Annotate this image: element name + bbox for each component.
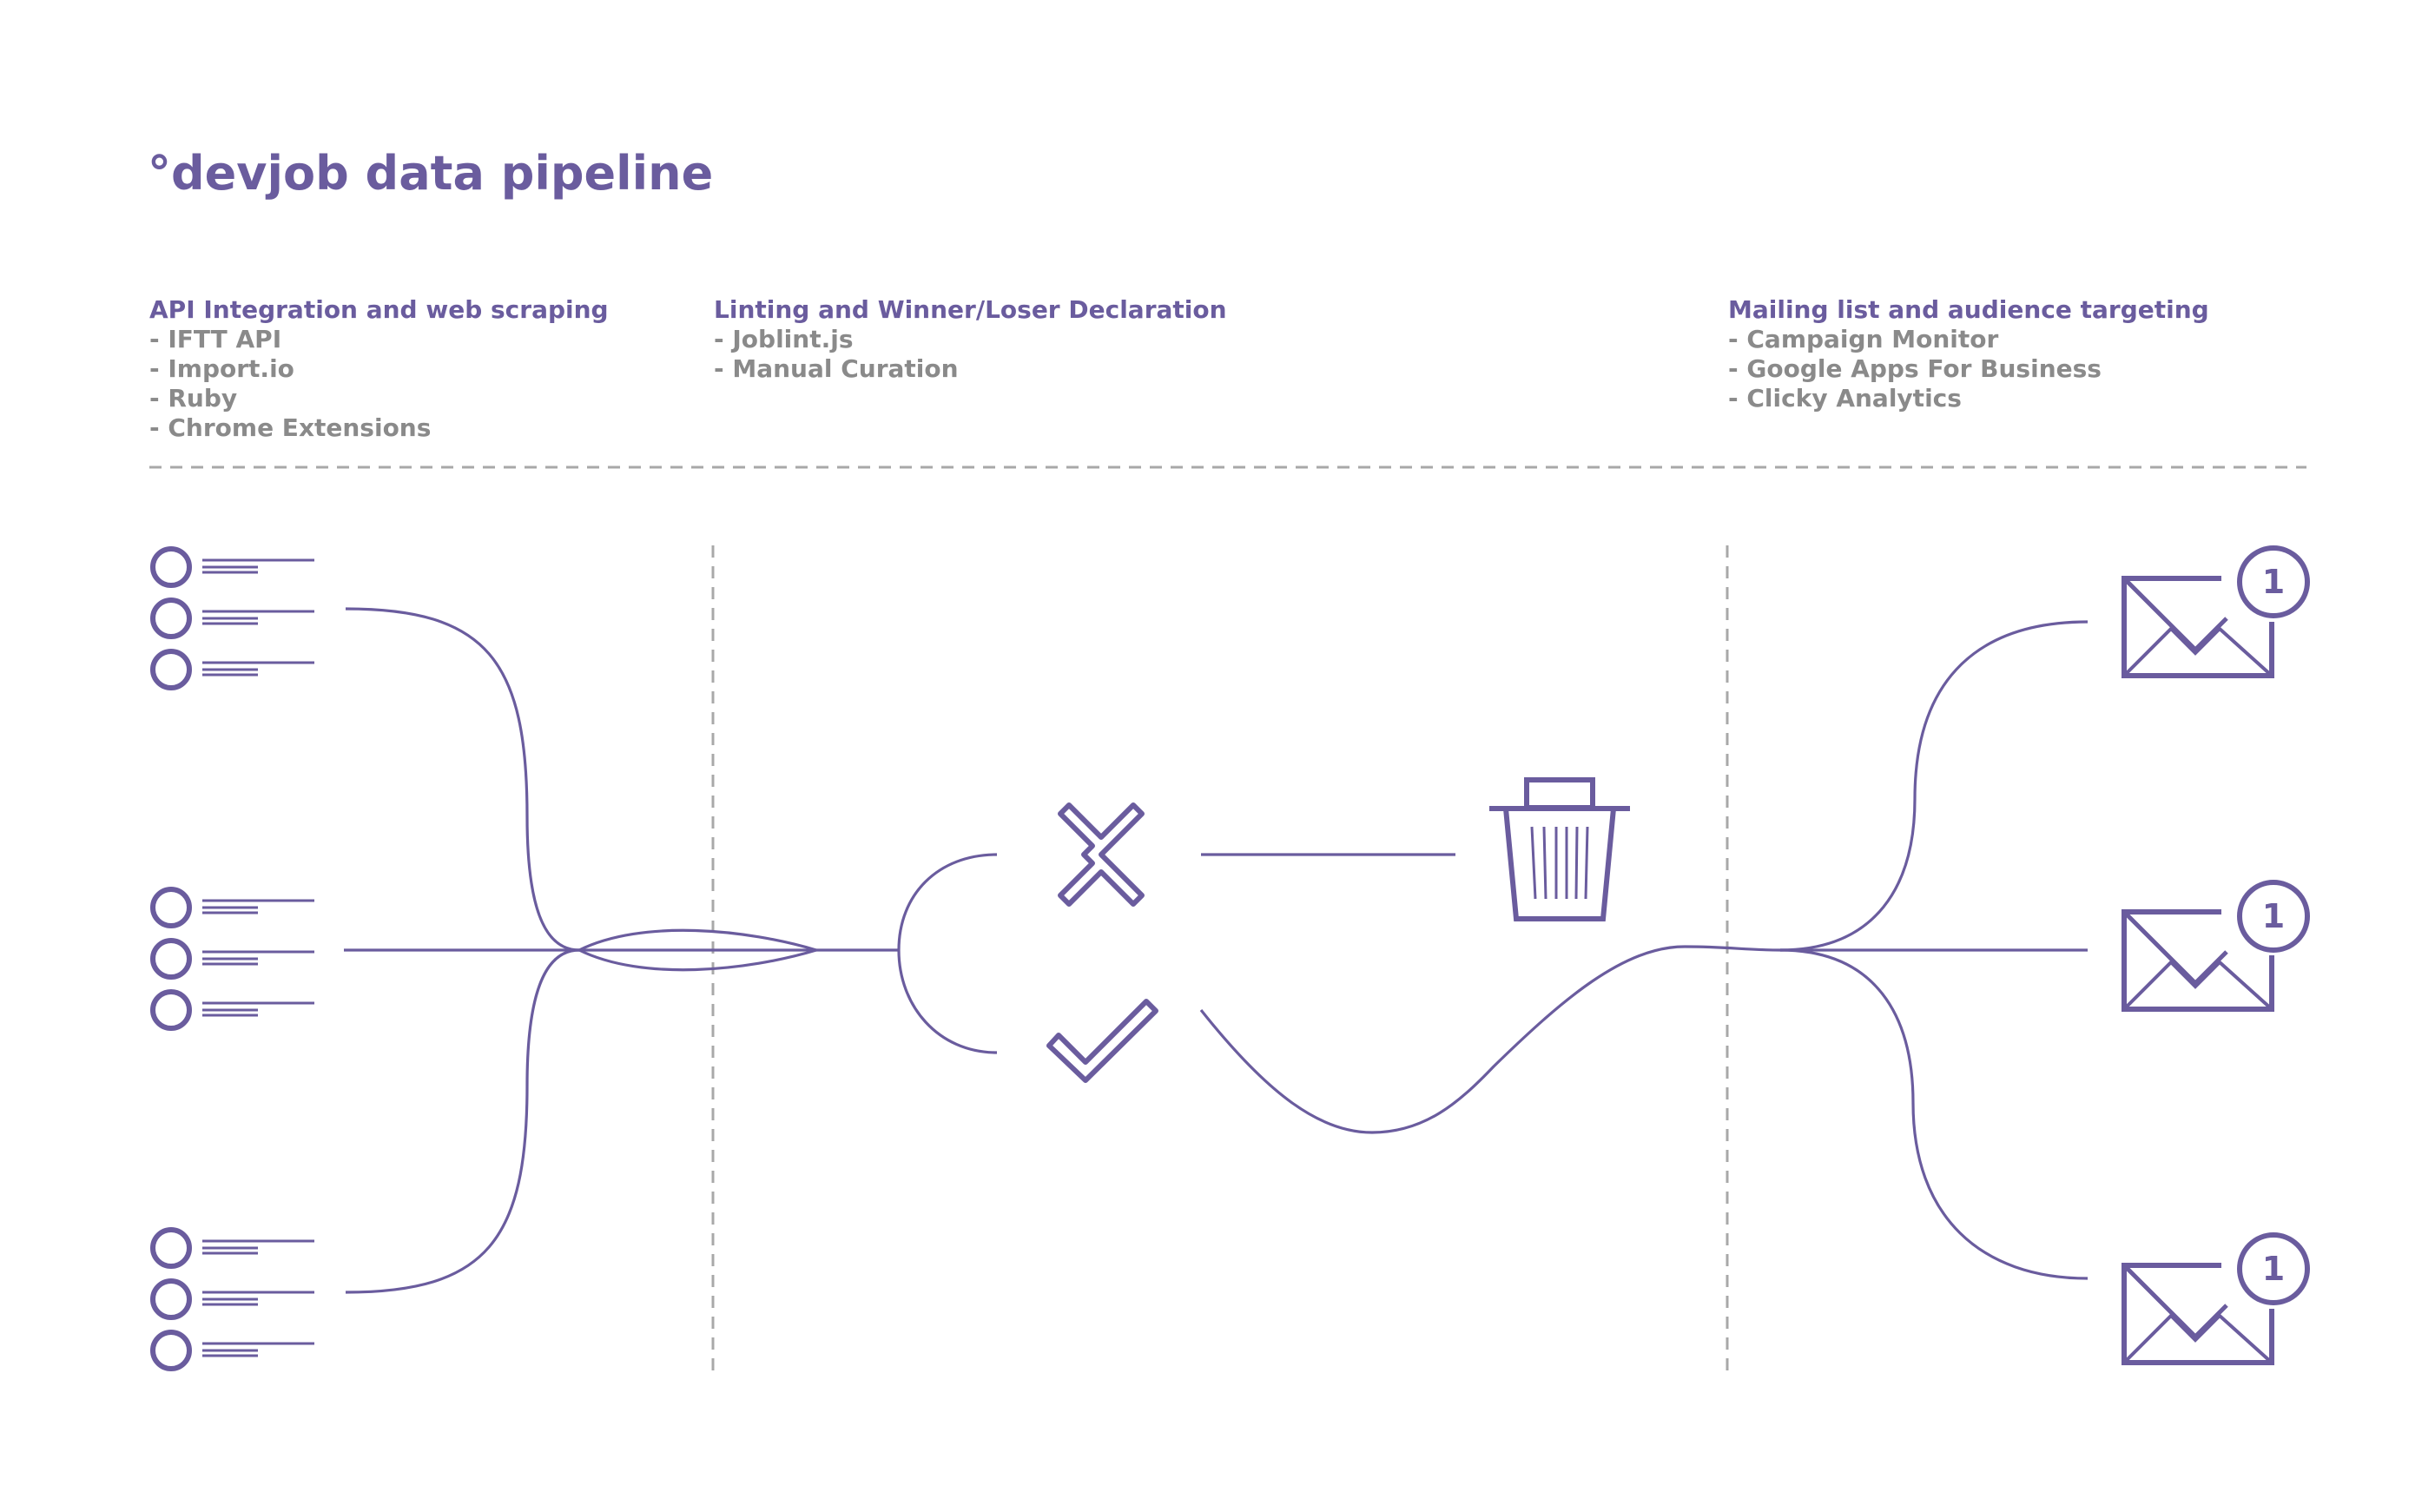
section-item: - Manual Curation <box>714 354 959 383</box>
list-item-icon <box>150 1330 314 1371</box>
flow-line-bottom <box>345 948 580 1294</box>
envelope-group: 1 1 1 <box>2122 545 2310 1365</box>
flow-out-bottom <box>1779 948 2089 1280</box>
notification-badge: 1 <box>2237 1232 2310 1305</box>
source-group <box>150 1227 314 1371</box>
flow-accept-line <box>1199 945 1781 1134</box>
section-title: Mailing list and audience targeting <box>1728 295 2209 324</box>
list-item-icon <box>150 1227 314 1269</box>
section-item: - Import.io <box>149 354 294 383</box>
section-item: - Chrome Extensions <box>149 413 431 442</box>
section-item: - Ruby <box>149 384 237 413</box>
badge-count: 1 <box>2262 897 2285 935</box>
list-item-icon <box>150 887 314 928</box>
list-item-icon <box>150 649 314 690</box>
close-x-icon <box>1058 802 1145 907</box>
section-mailing: Mailing list and audience targeting - Ca… <box>1728 295 2209 413</box>
list-item-icon <box>150 989 314 1031</box>
section-item: - Google Apps For Business <box>1728 354 2102 383</box>
badge-count: 1 <box>2262 563 2285 601</box>
checkmark-icon <box>1046 999 1158 1083</box>
source-group <box>150 887 314 1031</box>
list-item-icon <box>150 938 314 980</box>
section-sources: API Integration and web scraping - IFTT … <box>149 295 609 442</box>
flow-lens <box>578 928 822 972</box>
envelope-icon: 1 <box>2122 1232 2310 1365</box>
list-item-icon <box>150 546 314 588</box>
section-title: API Integration and web scraping <box>149 295 609 324</box>
source-group <box>150 546 314 690</box>
section-item: - Clicky Analytics <box>1728 384 1962 413</box>
list-item-icon <box>150 598 314 639</box>
notification-badge: 1 <box>2237 545 2310 618</box>
notification-badge: 1 <box>2237 880 2310 953</box>
source-groups <box>150 546 314 1371</box>
trash-icon <box>1489 777 1630 921</box>
flow-line-top <box>345 607 580 952</box>
flow-split <box>897 853 998 1054</box>
list-item-icon <box>150 1278 314 1320</box>
envelope-icon: 1 <box>2122 545 2310 678</box>
page-title: °devjob data pipeline <box>148 146 713 201</box>
section-item: - IFTT API <box>149 325 281 353</box>
envelope-icon: 1 <box>2122 880 2310 1012</box>
section-title: Linting and Winner/Loser Declaration <box>714 295 1227 324</box>
badge-count: 1 <box>2262 1250 2285 1288</box>
section-item: - Joblint.js <box>714 325 853 353</box>
section-item: - Campaign Monitor <box>1728 325 1999 353</box>
section-linting: Linting and Winner/Loser Declaration - J… <box>714 295 1227 383</box>
flow-out-top <box>1779 620 2089 952</box>
